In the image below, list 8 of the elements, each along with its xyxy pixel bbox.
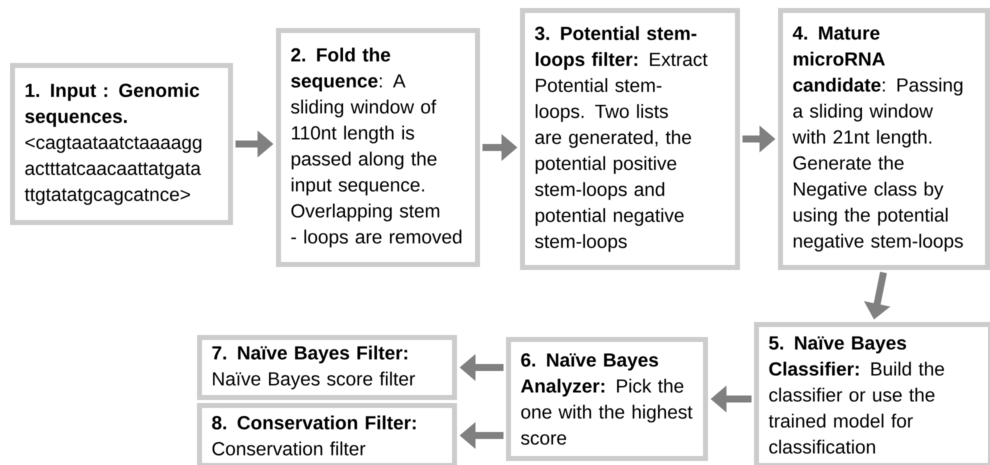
process-box: 7. Naïve Bayes Filter: Naïve Bayes score filter (197, 335, 457, 400)
process-box: 2. Fold the sequence: A sliding window of 110nt length is passed along the input sequence. Overlapping stem - loops are removed (276, 28, 480, 267)
process-box: 8. Conservation Filter: Conservation filter (197, 403, 457, 465)
process-box: 6. Naïve Bayes Analyzer: Pick the one with the highest score (506, 337, 708, 461)
process-box: 3. Potential stem-loops filter: Extract Potential stem-loops. Two lists are generated, the potential positive stem-loops and potential negative stem-loops (520, 8, 740, 270)
process-box: 1. Input : Genomic sequences. <cagtaataatctaaaagg actttatcaacaattatgata ttgtatatgcagcatnce> (10, 63, 233, 225)
process-box: 5. Naïve Bayes Classifier: Build the classifier or use the trained model for classification (754, 322, 990, 465)
process-box: 4. Mature microRNA candidate: Passing a sliding window with 21nt length. Generate the Negative class by using the potential negative stem-loops (778, 8, 990, 270)
